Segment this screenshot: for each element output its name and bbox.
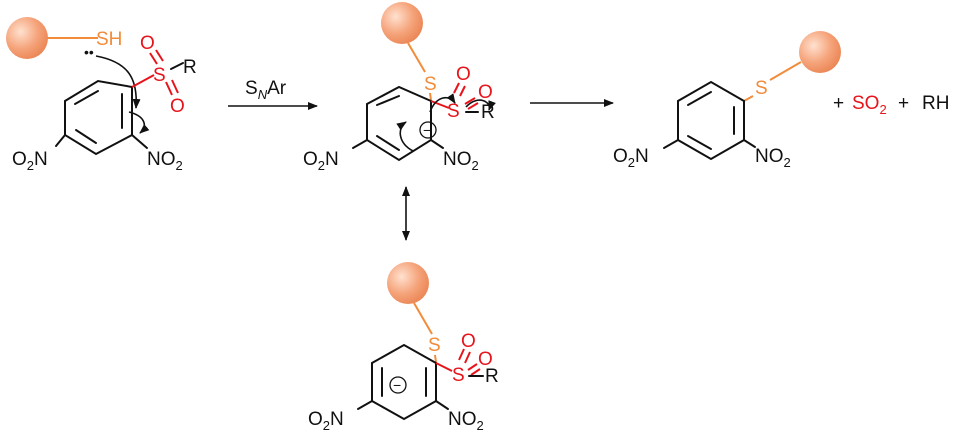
no2-group: NO2 [147, 149, 183, 173]
byproducts: + SO2 + RH [833, 93, 949, 117]
ring-double-bond [75, 129, 97, 144]
c-n-bond [435, 400, 449, 410]
sulfonyl-o-top: O [140, 33, 155, 54]
sulfonyl-s: S [447, 101, 460, 122]
snar-label: SNAr [245, 78, 287, 102]
s-o-bond [467, 363, 478, 371]
electron-arrow [396, 121, 414, 152]
sulfonyl-o-top: O [461, 331, 476, 352]
s-o-bond [171, 79, 179, 94]
meisenheimer-intermediate: S S O O R − O2N NO2 [303, 2, 496, 173]
meisenheimer-resonance-form: S − S O O R O2N NO2 [308, 262, 499, 433]
o2n-group: O2N [303, 149, 339, 173]
resin-bead [6, 17, 48, 59]
s-c-bond [429, 92, 432, 101]
r-group: R [183, 57, 197, 78]
o2n-group: O2N [12, 149, 48, 173]
charge-sign: − [423, 122, 431, 138]
electron-arrow [429, 93, 456, 113]
electron-arrow [465, 99, 496, 111]
sulfonyl-o-bottom: O [170, 96, 185, 117]
sulfonyl-o-top: O [456, 64, 471, 85]
s-o-bond [464, 351, 471, 364]
attack-arrow [95, 55, 141, 109]
resin-bead [381, 2, 423, 44]
c-s-bond [131, 74, 155, 88]
s-o-bond [165, 81, 173, 96]
thiol-label: SH [96, 29, 122, 50]
ring-double-bond [74, 90, 99, 105]
linker-bond [413, 302, 433, 335]
s-r-bond [170, 62, 184, 70]
ring-double-bond [376, 135, 400, 151]
c-s-bond [435, 362, 453, 372]
lone-pair: •• [84, 44, 94, 60]
ring-arrow [128, 111, 150, 134]
plus-sign: + [833, 93, 844, 114]
ring-double-bond [687, 135, 712, 150]
s-o-bond [464, 97, 476, 105]
product: S O2N NO2 [613, 31, 841, 170]
s-o-bond [458, 348, 465, 361]
no2-group: NO2 [443, 149, 479, 173]
s-o-bond [467, 102, 479, 110]
thioether-s: S [755, 78, 768, 99]
resin-bead [387, 262, 429, 304]
c-n-bond [352, 139, 368, 149]
o2n-group: O2N [613, 146, 649, 170]
r-group: R [481, 102, 495, 123]
s-c-bond [743, 95, 754, 102]
charge-sign: − [393, 377, 401, 393]
ring-double-bond [376, 95, 400, 106]
c-s-bond [430, 100, 450, 109]
c-n-bond [55, 134, 66, 147]
snar-arrow: SNAr [228, 78, 318, 110]
thioether-s: S [424, 74, 437, 95]
starting-material: SH •• S O O R O2N NO2 [6, 17, 197, 173]
rh-label: RH [922, 93, 949, 114]
ring-double-bond [687, 91, 712, 106]
negative-charge [389, 376, 407, 394]
c-n-bond [430, 139, 444, 149]
sulfur-dioxide: SO2 [852, 93, 887, 117]
linker-bond [769, 61, 802, 81]
sulfonyl-o-right: O [478, 82, 493, 103]
o2n-group: O2N [308, 409, 344, 433]
s-o-bond [470, 368, 481, 376]
linker-bond [407, 42, 426, 73]
s-o-bond [149, 52, 158, 65]
thioether-s: S [428, 335, 441, 356]
s-o-bond [459, 85, 466, 97]
s-o-bond [453, 82, 460, 94]
no2-group: NO2 [755, 146, 791, 170]
sulfonyl-o-right: O [478, 349, 493, 370]
r-group: R [485, 366, 499, 387]
s-c-bond [434, 354, 437, 363]
no2-group: NO2 [448, 409, 484, 433]
c-n-bond [743, 139, 756, 148]
s-o-bond [155, 49, 164, 62]
c-n-bond [357, 400, 373, 410]
sulfonyl-s: S [153, 65, 166, 86]
c-n-bond [663, 139, 679, 149]
sulfonyl-s: S [452, 365, 465, 386]
negative-charge [419, 121, 437, 139]
resin-bead [799, 31, 841, 73]
c-n-bond [131, 134, 148, 149]
plus-sign: + [898, 93, 909, 114]
